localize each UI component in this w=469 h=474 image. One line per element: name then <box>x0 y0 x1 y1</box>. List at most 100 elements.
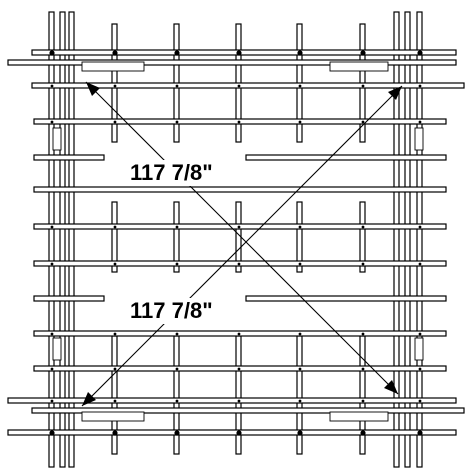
horizontal-bar <box>31 82 465 89</box>
horizontal-bar <box>7 59 457 66</box>
tie-dot <box>361 367 365 371</box>
tie-dot <box>49 50 55 56</box>
vertical-bar <box>296 335 303 455</box>
tie-dot <box>50 84 54 88</box>
tie-plate <box>52 337 62 361</box>
tie-dot <box>236 430 242 436</box>
tie-dot <box>298 399 302 403</box>
vertical-bar <box>296 201 303 273</box>
arrowhead-icon <box>388 86 402 100</box>
vertical-bar <box>173 335 180 455</box>
tie-dot <box>298 332 302 336</box>
tie-plate <box>329 411 389 422</box>
dimension-label-top: 117 7/8" <box>127 160 216 186</box>
tie-dot <box>113 120 117 124</box>
tie-dots <box>49 50 423 436</box>
tie-dot <box>174 430 180 436</box>
tie-dot <box>298 367 302 371</box>
tie-dot <box>112 430 118 436</box>
tie-dot <box>237 367 241 371</box>
horizontal-bar <box>33 186 447 193</box>
tie-dot <box>50 120 54 124</box>
arrowhead-icon <box>82 392 96 406</box>
tie-dot <box>237 225 241 229</box>
tie-dot <box>175 367 179 371</box>
tie-dot <box>298 120 302 124</box>
tie-dot <box>298 84 302 88</box>
tie-plate <box>52 127 62 151</box>
tie-dot <box>361 225 365 229</box>
tie-dot <box>50 332 54 336</box>
tie-dot <box>50 262 54 266</box>
tie-dot <box>297 50 303 56</box>
tie-dot <box>418 84 422 88</box>
vertical-bar <box>59 11 66 468</box>
tie-plate <box>81 411 145 422</box>
horizontal-bar <box>7 429 457 436</box>
tie-dot <box>113 332 117 336</box>
tie-dot <box>50 367 54 371</box>
arrowhead-icon <box>86 82 100 96</box>
tie-dot <box>112 50 118 56</box>
tie-plate <box>414 337 424 361</box>
tie-plate <box>414 127 424 151</box>
horizontal-bar <box>245 154 447 161</box>
tie-dot <box>418 332 422 336</box>
vertical-bar <box>404 11 411 468</box>
horizontal-bar <box>245 295 447 302</box>
vertical-bar <box>393 11 400 468</box>
tie-plates <box>52 61 424 422</box>
tie-dot <box>361 262 365 266</box>
tie-dot <box>50 399 54 403</box>
tie-dot <box>361 84 365 88</box>
vertical-bar <box>173 201 180 273</box>
tie-dot <box>417 50 423 56</box>
vertical-bar <box>48 11 55 468</box>
tie-dot <box>175 399 179 403</box>
tie-dot <box>361 120 365 124</box>
vertical-bar <box>68 11 75 468</box>
tie-plate <box>329 61 389 72</box>
tie-dot <box>360 430 366 436</box>
tie-dot <box>174 50 180 56</box>
tie-dot <box>237 120 241 124</box>
horizontal-bar <box>7 397 457 404</box>
tie-dot <box>361 332 365 336</box>
tie-dot <box>298 262 302 266</box>
tie-dot <box>175 120 179 124</box>
tie-dot <box>361 399 365 403</box>
tie-dot <box>237 84 241 88</box>
tie-dot <box>175 262 179 266</box>
dimension-label-bottom: 117 7/8" <box>127 298 216 324</box>
tie-dot <box>236 50 242 56</box>
tie-dot <box>418 262 422 266</box>
vertical-bar <box>111 335 118 455</box>
tie-dot <box>113 399 117 403</box>
tie-dot <box>49 430 55 436</box>
horizontal-bar <box>31 49 457 56</box>
horizontal-bar <box>33 154 105 161</box>
tie-plate <box>81 61 145 72</box>
tie-dot <box>50 225 54 229</box>
dimension-lines <box>81 81 403 407</box>
tie-dot <box>237 332 241 336</box>
horizontal-bar <box>31 407 465 414</box>
vertical-bar <box>359 201 366 273</box>
tie-dot <box>297 430 303 436</box>
vertical-bar <box>235 335 242 455</box>
tie-dot <box>113 84 117 88</box>
dimension-line-diagonal-b <box>81 85 403 407</box>
tie-dot <box>237 399 241 403</box>
tie-dot <box>113 225 117 229</box>
vertical-bar <box>416 11 423 468</box>
tie-dot <box>298 225 302 229</box>
tie-dot <box>237 262 241 266</box>
tie-dot <box>113 262 117 266</box>
tie-dot <box>418 225 422 229</box>
tie-dot <box>113 367 117 371</box>
dimension-line-diagonal-a <box>85 81 399 395</box>
tie-dot <box>175 84 179 88</box>
vertical-bar <box>111 201 118 273</box>
